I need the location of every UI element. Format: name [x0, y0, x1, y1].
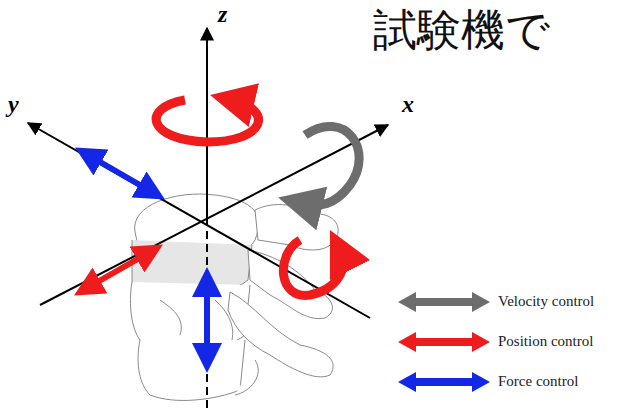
translation-arrows — [87, 155, 207, 358]
legend-text: Velocity control — [498, 294, 594, 309]
legend-swatch — [396, 330, 492, 354]
axis-label: x — [402, 92, 414, 116]
annotation-text: 試験機で — [373, 8, 550, 52]
coordinate-axes — [28, 28, 388, 412]
legend-swatch — [396, 370, 492, 394]
axis-label: y — [8, 92, 19, 116]
legend-text: Position control — [498, 334, 593, 349]
legend-swatch — [396, 290, 492, 314]
rotation-arrows — [156, 100, 359, 295]
axis-label: z — [218, 2, 227, 26]
legend-text: Force control — [498, 374, 578, 389]
